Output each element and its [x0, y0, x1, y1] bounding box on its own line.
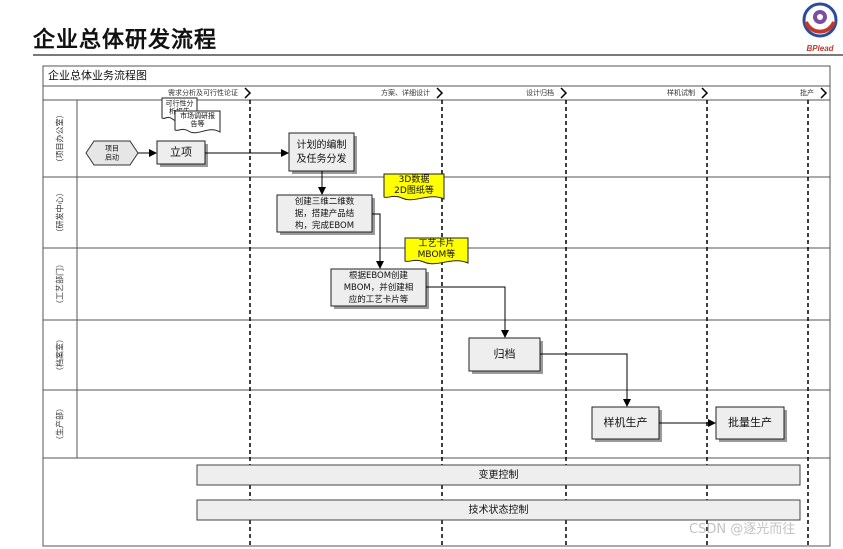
start-node-label: 启动	[105, 153, 119, 162]
diagram-frame-title: 企业总体业务流程图	[48, 68, 147, 82]
title-divider	[33, 54, 843, 56]
connector-ebom-mbom	[372, 213, 384, 269]
logo-text: BPlead	[806, 44, 834, 53]
doc-market-research-label: 告等	[191, 119, 205, 128]
doc-process-card	[404, 237, 469, 265]
node-create-mbom-label: 根据EBOM创建	[349, 270, 409, 281]
phase-label: 设计归档	[526, 88, 554, 97]
node-planning-label: 计划的编制	[297, 138, 347, 151]
phase-chevron-icon	[436, 87, 444, 99]
node-create-mbom	[330, 268, 427, 307]
bar-configuration-control-label: 技术状态控制	[469, 503, 529, 516]
doc-3d-2d-data	[383, 173, 445, 201]
node-create-mbom-label: MBOM，并创建相	[344, 282, 414, 293]
doc-market-research	[174, 110, 221, 134]
start-node-label: 项目	[105, 145, 119, 153]
doc-3d-2d-data-label: 3D数据	[399, 173, 430, 185]
connector-mbom-archive	[426, 286, 509, 338]
doc-3d-2d-data-label: 2D图纸等	[394, 184, 434, 196]
node-prototype-label: 样机生产	[604, 415, 648, 429]
node-create-ebom-label: 构，完成EBOM	[295, 220, 354, 231]
node-create-ebom	[276, 194, 373, 233]
doc-market-research-label: 市场调研报	[180, 111, 215, 120]
connector-archive-prototype	[540, 353, 631, 407]
node-create-ebom-label: 据，搭建产品结	[295, 208, 355, 219]
node-mass-production	[715, 406, 785, 440]
bar-change-control-label: 变更控制	[479, 468, 519, 481]
node-archive	[468, 337, 541, 372]
phase-label: 方案、详细设计	[381, 88, 430, 97]
node-planning-label: 及任务分发	[297, 152, 347, 165]
phase-label: 批产	[800, 88, 814, 97]
node-setup-label: 立项	[170, 145, 192, 159]
page-title: 企业总体研发流程	[33, 28, 218, 53]
doc-process-card-label: 工艺卡片	[418, 237, 454, 249]
lane-label: （档案室）	[55, 335, 65, 375]
phase-chevron-icon	[244, 87, 252, 99]
node-prototype	[591, 406, 660, 440]
node-archive-label: 归档	[494, 347, 516, 361]
phase-label: 样机试制	[667, 88, 695, 97]
lane-label: （生产部）	[55, 404, 65, 444]
bar-change-control	[196, 464, 801, 486]
watermark: CSDN @逐光而往	[689, 522, 796, 537]
phase-chevron-icon	[820, 87, 828, 99]
node-mass-production-label: 批量生产	[728, 415, 772, 429]
lane-label: （研发中心）	[55, 189, 65, 237]
bar-configuration-control	[196, 499, 801, 521]
node-create-ebom-label: 创建三维二维数	[295, 196, 355, 207]
lane-label: （工艺部门）	[55, 260, 65, 308]
lane-label: （项目办公室）	[55, 111, 65, 167]
doc-feasibility-label: 可行性分	[166, 99, 194, 108]
node-planning	[288, 132, 355, 172]
node-create-mbom-label: 应的工艺卡片等	[349, 294, 409, 305]
doc-process-card-label: MBOM等	[418, 248, 456, 260]
bplead-logo-icon	[802, 2, 838, 38]
phase-chevron-icon	[560, 87, 568, 99]
phase-chevron-icon	[701, 87, 709, 99]
phase-label: 需求分析及可行性论证	[168, 88, 238, 97]
